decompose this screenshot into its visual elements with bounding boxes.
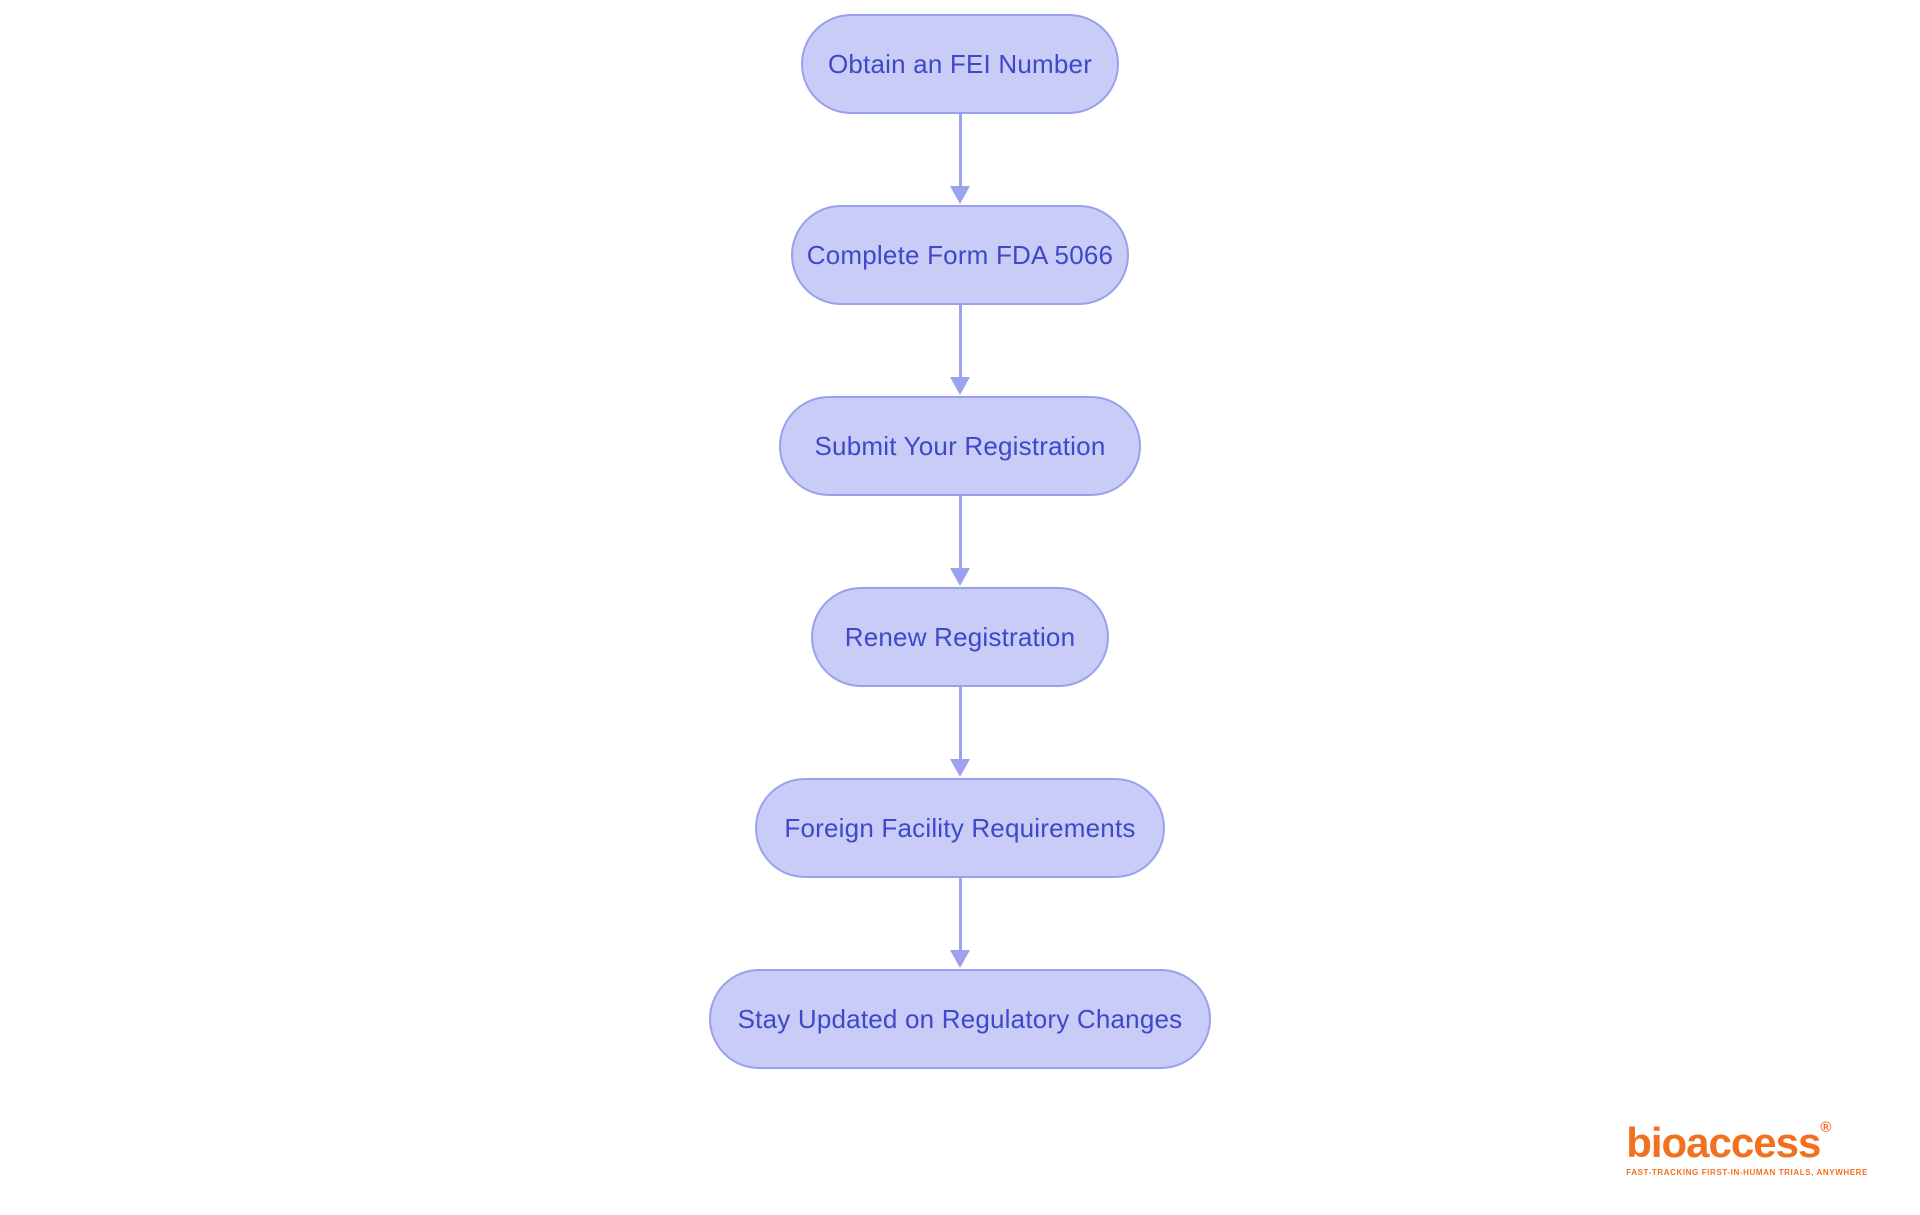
- flow-arrow-1: [948, 114, 972, 205]
- registered-trademark-icon: ®: [1820, 1119, 1832, 1136]
- flow-arrow-4: [948, 687, 972, 778]
- arrow-shaft: [958, 878, 962, 950]
- flow-node-complete-form-fda-5066: Complete Form FDA 5066: [791, 205, 1129, 305]
- flow-node-label: Obtain an FEI Number: [827, 48, 1093, 79]
- flow-node-label: Submit Your Registration: [814, 430, 1106, 461]
- flow-node-stay-updated-on-regulatory-changes: Stay Updated on Regulatory Changes: [709, 969, 1211, 1069]
- brand-name: bioaccess: [1626, 1119, 1821, 1166]
- flow-arrow-5: [948, 878, 972, 969]
- arrow-head-down-icon: [950, 377, 970, 395]
- bioaccess-logo-tagline: FAST-TRACKING FIRST-IN-HUMAN TRIALS, ANY…: [1626, 1168, 1868, 1177]
- flow-node-label: Stay Updated on Regulatory Changes: [737, 1003, 1183, 1034]
- flow-arrow-3: [948, 496, 972, 587]
- flow-node-renew-registration: Renew Registration: [811, 587, 1109, 687]
- bioaccess-logo: bioaccess® FAST-TRACKING FIRST-IN-HUMAN …: [1626, 1119, 1868, 1177]
- flow-arrow-2: [948, 305, 972, 396]
- arrow-shaft: [958, 687, 962, 759]
- arrow-shaft: [958, 114, 962, 186]
- arrow-shaft: [958, 496, 962, 568]
- arrow-head-down-icon: [950, 759, 970, 777]
- arrow-head-down-icon: [950, 950, 970, 968]
- flow-node-obtain-fei-number: Obtain an FEI Number: [801, 14, 1119, 114]
- flow-node-foreign-facility-requirements: Foreign Facility Requirements: [755, 778, 1165, 878]
- flow-node-label: Foreign Facility Requirements: [784, 812, 1136, 843]
- arrow-head-down-icon: [950, 186, 970, 204]
- arrow-shaft: [958, 305, 962, 377]
- flow-node-submit-your-registration: Submit Your Registration: [779, 396, 1141, 496]
- flow-node-label: Complete Form FDA 5066: [806, 239, 1114, 270]
- flow-node-label: Renew Registration: [844, 621, 1076, 652]
- arrow-head-down-icon: [950, 568, 970, 586]
- bioaccess-logo-wordmark: bioaccess®: [1626, 1119, 1868, 1166]
